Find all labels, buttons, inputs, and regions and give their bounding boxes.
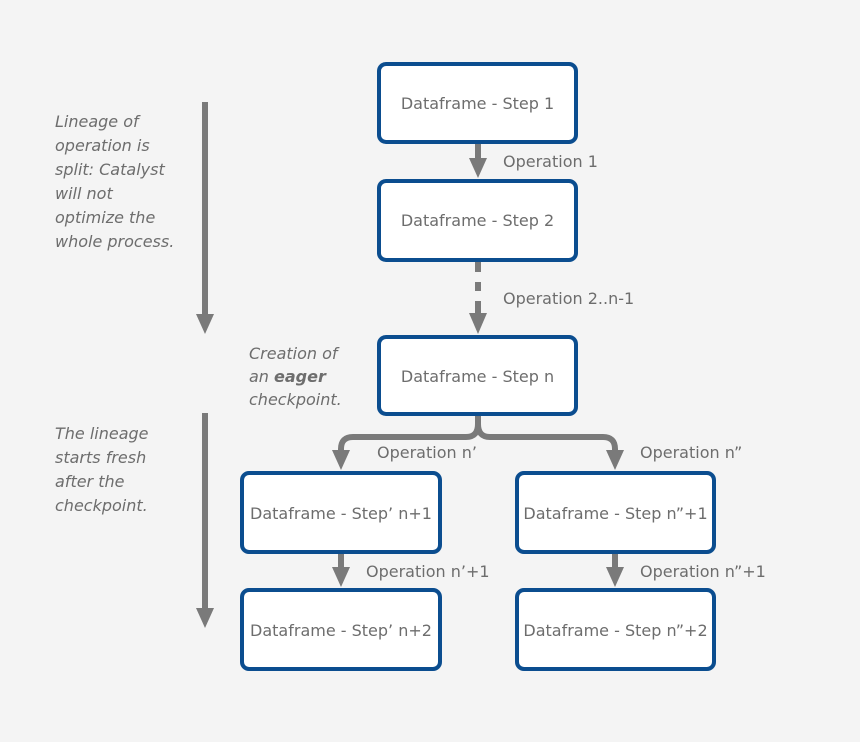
operation-2-label: Operation 2..n-1 [503,289,634,308]
node-step-2: Dataframe - Step 2 [377,179,578,262]
lineage-split-line: operation is [55,136,150,155]
node-right-step-1: Dataframe - Step n”+1 [515,471,716,554]
edge-step1-step2 [469,143,487,178]
checkpoint-note-line: Creation of [249,344,340,363]
node-left-step-2-label: Dataframe - Step’ n+2 [250,621,432,640]
node-right-step-1-label: Dataframe - Step n”+1 [523,504,707,523]
node-step-2-label: Dataframe - Step 2 [401,211,554,230]
edge-right-next [606,553,624,587]
operation-right-next-label: Operation n”+1 [640,562,766,581]
edge-left-next [332,553,350,587]
node-step-n-label: Dataframe - Step n [401,367,554,386]
checkpoint-note-eager: eager [274,367,327,386]
fresh-lineage-line: after the [55,472,125,491]
fresh-lineage-note: The lineage starts fresh after the check… [55,424,154,515]
checkpoint-note-prefix: an [249,367,274,386]
node-step-1-label: Dataframe - Step 1 [401,94,554,113]
node-left-step-1-label: Dataframe - Step’ n+1 [250,504,432,523]
lineage-split-arrow [196,102,214,334]
lineage-split-line: optimize the [55,208,155,227]
operation-right-label: Operation n” [640,443,742,462]
fresh-lineage-line: The lineage [55,424,149,443]
checkpoint-note: Creation of an eager checkpoint. [249,344,343,409]
checkpoint-note-line: checkpoint. [249,390,342,409]
edge-step2-stepn [469,262,487,334]
lineage-split-line: Lineage of [55,112,141,131]
node-right-step-2-label: Dataframe - Step n”+2 [523,621,707,640]
fresh-lineage-line: checkpoint. [55,496,148,515]
fresh-lineage-line: starts fresh [55,448,146,467]
operation-1-label: Operation 1 [503,152,598,171]
operation-left-label: Operation n’ [377,443,477,462]
edge-stepn-branch [332,414,624,470]
node-step-1: Dataframe - Step 1 [377,62,578,144]
node-step-n: Dataframe - Step n [377,335,578,416]
lineage-split-note: Lineage of operation is split: Catalyst … [55,112,174,251]
node-right-step-2: Dataframe - Step n”+2 [515,588,716,671]
node-left-step-1: Dataframe - Step’ n+1 [240,471,442,554]
lineage-split-line: split: Catalyst [55,160,165,179]
lineage-split-line: will not [55,184,113,203]
fresh-lineage-arrow [196,413,214,628]
node-left-step-2: Dataframe - Step’ n+2 [240,588,442,671]
lineage-split-line: whole process. [55,232,174,251]
operation-left-next-label: Operation n’+1 [366,562,490,581]
